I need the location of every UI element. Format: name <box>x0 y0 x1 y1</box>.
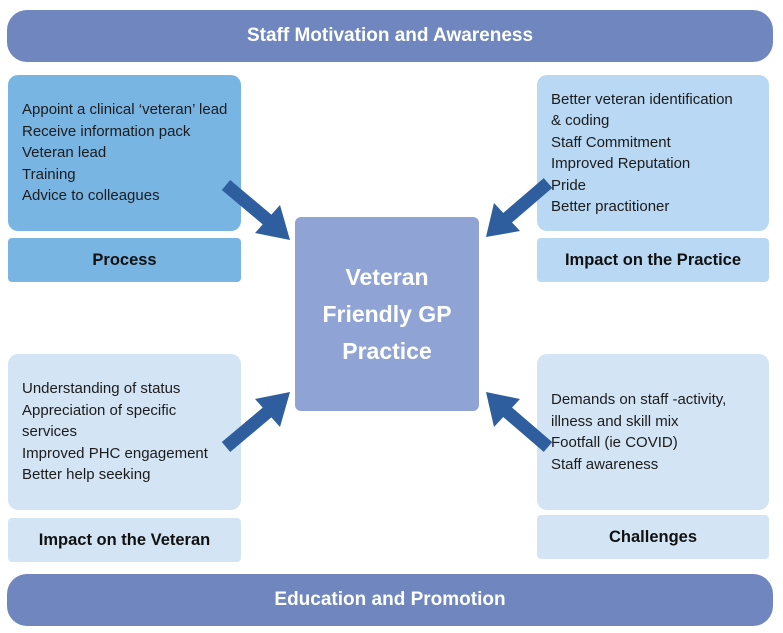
challenges-item: Footfall (ie COVID) <box>551 434 678 451</box>
center-line: Friendly GP <box>322 300 452 327</box>
center-line: Practice <box>342 337 432 364</box>
center-line: Veteran <box>345 263 429 290</box>
bottom-banner: Education and Promotion <box>7 574 773 626</box>
challenges-label: Challenges <box>537 515 769 559</box>
impact-practice-item: Better practitioner <box>551 198 670 215</box>
challenges-box: Demands on staff -activity, illness and … <box>537 354 769 510</box>
impact-practice-item: Better veteran identification <box>551 90 733 108</box>
impact-veteran-item: services <box>22 423 78 441</box>
impact-veteran-item: Better help seeking <box>22 466 151 484</box>
challenges-item: Staff awareness <box>551 455 659 473</box>
arrow-bottom-left <box>221 392 290 452</box>
impact-practice-item: Staff Commitment <box>551 133 671 151</box>
arrow-bottom-right <box>486 392 553 452</box>
impact-practice-item: Pride <box>551 176 587 194</box>
process-box: Appoint a clinical ‘veteran’ lead Receiv… <box>8 75 241 231</box>
challenges-item: Demands on staff -activity, <box>551 391 727 408</box>
impact-practice-box: Better veteran identification & coding S… <box>537 75 769 231</box>
challenges-label-text: Challenges <box>608 527 698 546</box>
process-item: Veteran lead <box>22 144 107 162</box>
arrow-top-right <box>486 178 553 237</box>
process-item: Receive information pack <box>22 122 191 140</box>
arrow-top-left <box>221 180 290 240</box>
impact-veteran-label: Impact on the Veteran <box>8 518 241 562</box>
bottom-banner-text: Education and Promotion <box>274 589 506 610</box>
process-label: Process <box>8 238 241 282</box>
impact-practice-item: & coding <box>551 112 610 129</box>
impact-veteran-label-text: Impact on the Veteran <box>38 530 211 549</box>
challenges-item: illness and skill mix <box>551 412 679 430</box>
process-item: Advice to colleagues <box>22 187 160 205</box>
process-label-text: Process <box>92 250 157 269</box>
impact-veteran-item: Understanding of status <box>22 380 181 398</box>
process-item: Training <box>22 165 76 183</box>
impact-veteran-item: Improved PHC engagement <box>22 444 208 462</box>
impact-veteran-box: Understanding of status Appreciation of … <box>8 354 241 510</box>
impact-veteran-item: Appreciation of specific <box>22 401 177 419</box>
impact-practice-label-text: Impact on the Practice <box>564 250 742 269</box>
center-box: Veteran Friendly GP Practice <box>295 217 479 411</box>
impact-practice-label: Impact on the Practice <box>537 238 769 282</box>
top-banner: Staff Motivation and Awareness <box>7 10 773 62</box>
process-item: Appoint a clinical ‘veteran’ lead <box>22 101 228 119</box>
top-banner-text: Staff Motivation and Awareness <box>246 25 534 46</box>
impact-practice-item: Improved Reputation <box>551 155 691 172</box>
